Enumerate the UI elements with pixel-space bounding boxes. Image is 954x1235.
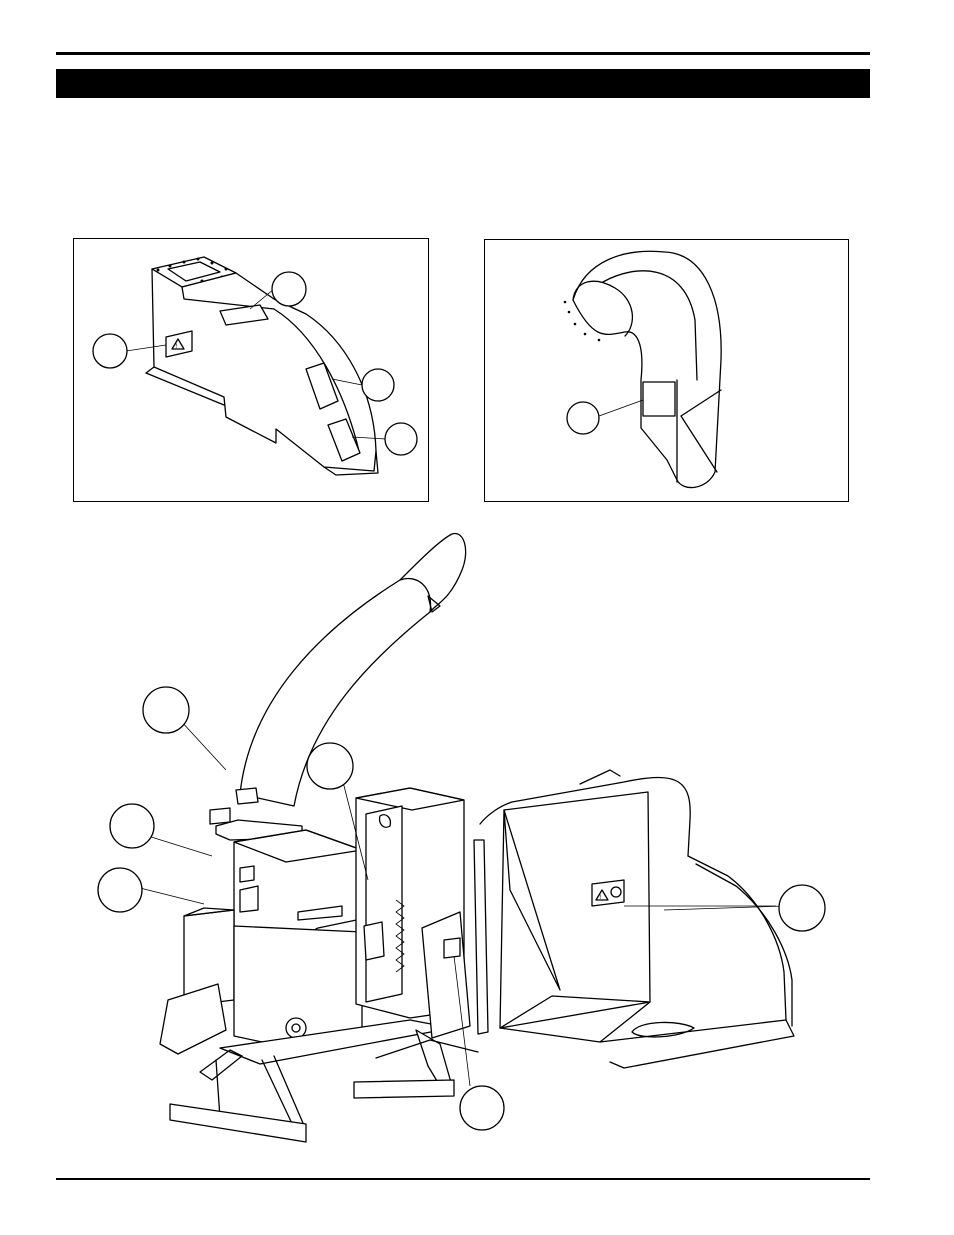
section-title-bar [56, 69, 870, 98]
decal-guard [443, 937, 461, 959]
decal-side-2 [327, 418, 361, 462]
callout-left-c [361, 368, 395, 402]
rotating-hazard-icon: ! [599, 894, 601, 901]
bearing-plate [159, 983, 227, 1055]
callout-main-f [778, 884, 826, 932]
discharge-tube [239, 532, 467, 807]
chipper-assembly-drawing: ! [80, 520, 860, 1165]
decal-warning [165, 330, 193, 358]
callout-main-c [97, 867, 143, 913]
callout-left-d [384, 422, 418, 456]
callout-main-d [306, 742, 354, 790]
decal-chute [642, 381, 676, 417]
inset-chute-decal [484, 239, 849, 502]
chute-drawing [563, 250, 722, 489]
decal-hopper [591, 879, 625, 907]
header-rule [56, 52, 870, 55]
hopper-tray [599, 1019, 795, 1069]
infeed-hopper [499, 791, 651, 1043]
decal-top [219, 304, 269, 326]
decal-housing [297, 905, 343, 921]
hood-drawing: ! [92, 256, 418, 476]
chute-elbow [572, 250, 722, 489]
callout-left-a [92, 333, 128, 369]
callout-main-e [459, 1085, 505, 1131]
footer-text [56, 1186, 870, 1206]
callout-main-b [109, 803, 155, 849]
chipper-assembly: ! [97, 532, 826, 1143]
rear-skid [353, 1079, 455, 1099]
footer-rule [56, 1178, 870, 1180]
decal-side-1 [305, 362, 339, 410]
callout-right-a [566, 401, 600, 435]
front-skid [169, 1103, 307, 1143]
callout-main-a [142, 686, 190, 734]
callout-left-b [271, 271, 307, 307]
hopper-handle [479, 776, 691, 857]
warning-triangle-icon: ! [175, 343, 177, 350]
chute-opening [572, 280, 634, 337]
decal-tube [235, 787, 259, 805]
inset-hood-decals: ! [73, 238, 429, 502]
